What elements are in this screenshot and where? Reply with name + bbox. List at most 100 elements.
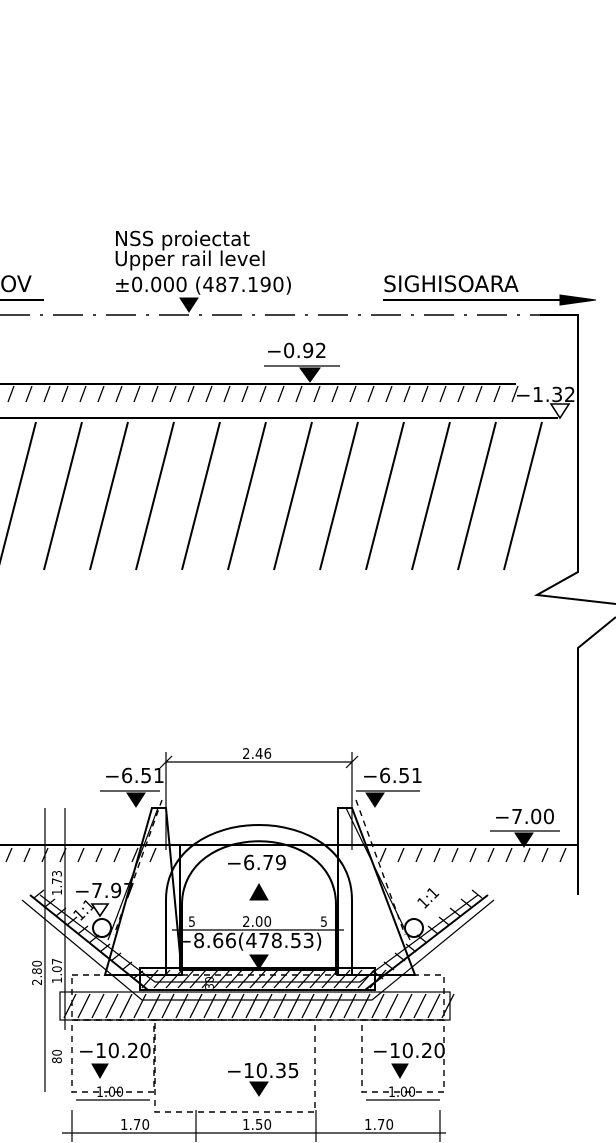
- excavation-inner-line: [39, 894, 479, 983]
- hatch-stroke: [225, 969, 243, 989]
- hatch-stroke: [181, 421, 221, 571]
- hatch-stroke: [321, 969, 339, 989]
- hatch-stroke: [77, 925, 89, 935]
- hatch-stroke: [416, 934, 428, 944]
- hatch-stroke: [259, 993, 273, 1019]
- hatch-stroke: [273, 969, 291, 989]
- hatch-stroke: [273, 993, 287, 1019]
- hatch-stroke: [44, 898, 56, 908]
- hatch-stroke: [97, 385, 105, 403]
- right-boundary-lower: [577, 616, 616, 895]
- hatch-stroke: [201, 969, 219, 989]
- hatch-stroke: [297, 969, 315, 989]
- hatch-stroke: [135, 421, 175, 571]
- dim-tick: [159, 755, 173, 769]
- dim-tick: [345, 755, 359, 769]
- hatch-stroke: [213, 969, 231, 989]
- hatch-stroke: [313, 385, 321, 403]
- hatch-stroke: [237, 969, 255, 989]
- hatch-stroke: [203, 993, 217, 1019]
- hatch-stroke: [110, 952, 122, 962]
- center-footing: [154, 1019, 316, 1113]
- level-invert: −8.66(478.53): [176, 929, 323, 953]
- right-wing-wall-inner: [345, 807, 411, 941]
- hatch-stroke: [187, 385, 195, 403]
- level-left-footing-marker-icon: [91, 1063, 109, 1080]
- hatch-stroke: [523, 847, 531, 863]
- hatch-stroke: [345, 969, 363, 989]
- hatch-stroke: [151, 385, 159, 403]
- hatch-stroke: [315, 993, 329, 1019]
- level-center-footing-marker-icon: [249, 1081, 269, 1097]
- dim-top-width: 2.46: [242, 745, 272, 763]
- level-left-pit-top: −6.51: [104, 764, 165, 788]
- dim-right-small: 5: [320, 915, 328, 931]
- dim-bottom-right: 1.70: [364, 1116, 394, 1134]
- base-slab: [139, 967, 376, 991]
- hatch-stroke: [349, 385, 357, 403]
- hatch-stroke: [205, 385, 213, 403]
- hatch-stroke: [371, 993, 385, 1019]
- hatch-stroke: [141, 969, 159, 989]
- hatch-stroke: [189, 993, 203, 1019]
- left-wing-wall-dashed: [113, 799, 163, 936]
- hatch-stroke: [231, 993, 245, 1019]
- hatch-stroke: [383, 961, 395, 971]
- hatch-stroke: [277, 385, 285, 403]
- hatch-stroke: [343, 993, 357, 1019]
- hatch-stroke: [161, 993, 175, 1019]
- level-right-terrain-marker-icon: [514, 832, 534, 848]
- reference-level-marker-icon: [179, 297, 199, 313]
- hatch-stroke: [385, 993, 399, 1019]
- right-drain-pipe: [404, 918, 424, 938]
- hatch-stroke: [471, 889, 483, 899]
- hatch-stroke: [121, 961, 133, 971]
- left-drain-pipe: [92, 918, 112, 938]
- hatch-stroke: [77, 847, 85, 863]
- hatch-stroke: [227, 421, 267, 571]
- hatch-stroke: [439, 385, 447, 403]
- hatch-stroke: [189, 969, 207, 989]
- hatch-stroke: [33, 889, 45, 899]
- hatch-stroke: [113, 847, 121, 863]
- hatch-stroke: [165, 969, 183, 989]
- hatch-stroke: [105, 993, 119, 1019]
- hatch-stroke: [369, 969, 387, 989]
- hatch-stroke: [245, 993, 259, 1019]
- hatch-stroke: [119, 993, 133, 1019]
- arch-inner: [181, 840, 337, 975]
- level-left-drain-marker-icon: [90, 903, 110, 918]
- dim-bottom-center: 1.50: [242, 1116, 272, 1134]
- hatch-stroke: [61, 385, 69, 403]
- slope-hatch: [33, 889, 483, 980]
- hatch-stroke: [333, 969, 351, 989]
- base-slab-hatch: [141, 969, 387, 989]
- level-right-pit-top: −6.51: [362, 764, 423, 788]
- hatch-stroke: [88, 934, 100, 944]
- hatch-stroke: [95, 847, 103, 863]
- level-invert-marker-icon: [249, 954, 269, 970]
- bedding-hatch: [63, 993, 455, 1019]
- hatch-stroke: [249, 969, 267, 989]
- hatch-stroke: [397, 847, 405, 863]
- hatch-stroke: [63, 993, 77, 1019]
- hatch-stroke: [475, 385, 483, 403]
- hatch-stroke: [487, 847, 495, 863]
- hatch-stroke: [399, 993, 413, 1019]
- hatch-stroke: [319, 421, 359, 571]
- hatch-stroke: [301, 993, 315, 1019]
- level-left-footing: −10.20: [78, 1039, 152, 1063]
- hatch-stroke: [0, 421, 37, 567]
- dim-left-small: 5: [188, 915, 196, 931]
- level-tunnel-crown-marker-icon: [249, 882, 269, 901]
- level-left-pit-top-marker-icon: [126, 792, 146, 808]
- hatch-stroke: [5, 847, 13, 863]
- hatch-stroke: [433, 847, 441, 863]
- hatch-stroke: [23, 847, 31, 863]
- hatch-stroke: [273, 421, 313, 571]
- hatch-stroke: [295, 385, 303, 403]
- hatch-stroke: [511, 385, 519, 403]
- level-right-pit-top-marker-icon: [365, 792, 385, 808]
- dim-left-height-upper: 1.73: [51, 870, 66, 896]
